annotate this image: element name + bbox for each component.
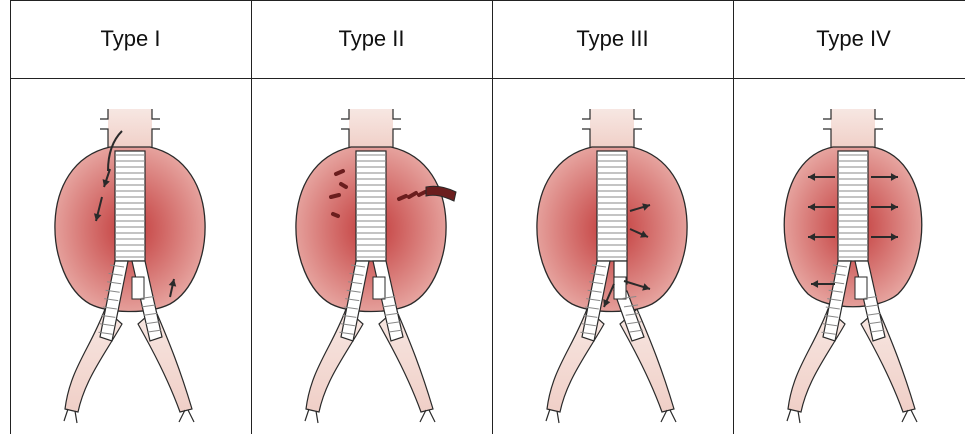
panel-type-iii: [492, 79, 733, 434]
aorta-diagram: [537, 109, 687, 423]
illustration-type-iv: [733, 79, 965, 434]
graft-limb-overlap: [614, 277, 626, 299]
illustration-type-i: [10, 79, 251, 434]
aortic-neck: [349, 109, 393, 149]
header-type-iv: Type IV: [733, 0, 965, 78]
panel-type-iv: [733, 79, 965, 434]
header-type-iii: Type III: [492, 0, 733, 78]
panel-type-ii: [251, 79, 492, 434]
backflow-mark: [399, 196, 406, 199]
header-type-i: Type I: [10, 0, 251, 78]
panel-type-i: [10, 79, 251, 434]
header-type-ii: Type II: [251, 0, 492, 78]
backflow-mark: [333, 214, 338, 216]
endoleak-types-table: Type I Type II Type III Type IV: [10, 0, 965, 434]
graft-limb-overlap: [132, 277, 144, 299]
aorta-diagram: [55, 109, 205, 423]
left-iliac-end: [305, 409, 318, 423]
graft-limb-overlap: [373, 277, 385, 299]
left-iliac-end: [546, 409, 559, 423]
illustration-type-ii: [251, 79, 492, 434]
backflow-mark: [341, 184, 346, 187]
aortic-neck: [590, 109, 634, 149]
aorta-diagram: [296, 109, 456, 423]
illustration-type-iii: [492, 79, 733, 434]
backflow-mark: [419, 192, 425, 195]
left-iliac-end: [787, 409, 800, 423]
backflow-mark: [336, 171, 343, 174]
left-iliac-end: [64, 409, 77, 423]
graft-limb-overlap: [855, 277, 867, 299]
aorta-diagram: [784, 109, 921, 423]
aortic-neck: [831, 109, 875, 149]
backflow-mark: [331, 195, 339, 197]
